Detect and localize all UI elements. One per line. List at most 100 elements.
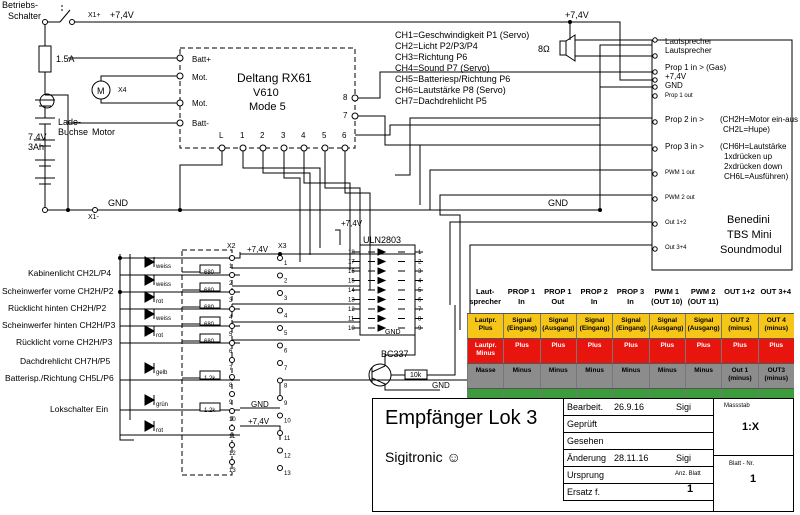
x2-terminal [229, 272, 235, 278]
receiver-pin-6: 6 [342, 131, 347, 140]
x3-terminal [277, 307, 283, 314]
x1minus-label: X1- [88, 214, 100, 221]
table-cell [503, 389, 539, 399]
light-label-1: Kabinenlicht CH2L/P4 [28, 268, 111, 278]
uln-driver-icon [377, 324, 387, 332]
sound-terminal [652, 53, 658, 59]
uln-pin-left: 10 [348, 326, 355, 332]
x3-terminal-number: 1 [284, 261, 288, 267]
sound-title-2: TBS Mini [727, 229, 772, 241]
uln-voltage: +7,4V [341, 219, 363, 228]
table-header: PWM 1(OUT 10) [651, 287, 683, 306]
x3-terminal [277, 360, 283, 366]
led-color-4: weiss [155, 316, 171, 322]
transistor-name: BC337 [381, 349, 409, 359]
sound-pin-3: Prop 1 in > (Gas) [665, 63, 726, 72]
resistor-5: 680 [204, 339, 215, 345]
x3-terminal-number: 11 [284, 436, 291, 442]
table-cell: Minus [539, 364, 576, 388]
uln-pin-right: 4 [418, 279, 422, 285]
table-cell: Signal(Ausgang) [648, 314, 685, 338]
row-label: Geprüft [567, 419, 598, 429]
x2-terminal [229, 442, 235, 448]
table-header: OUT 3+4 [760, 287, 792, 296]
x2-terminal-number: 6 [229, 349, 233, 355]
prop3-note-1: (CH6H=Lautstärke [720, 142, 787, 151]
resistor-7: 1.2k [204, 376, 216, 382]
led-color-1: weiss [155, 264, 171, 270]
row-name: Sigi [676, 453, 692, 463]
sound-terminal [652, 171, 658, 177]
battery-capacity: 3Ah [28, 142, 44, 152]
uln-pin-left: 13 [348, 298, 355, 304]
voltage-top-left: +7,4V [110, 10, 134, 20]
x2-terminal [229, 323, 235, 329]
x3-terminal [277, 290, 283, 296]
sound-pin-2: Lautsprecher [665, 46, 712, 55]
sound-pin-7: PWM 2 out [665, 195, 695, 201]
channel-4: CH4=Sound P7 (Servo) [395, 63, 490, 73]
x3-terminal [277, 412, 283, 419]
x3-terminal-number: 3 [284, 296, 288, 302]
table-cell: Plus [612, 339, 648, 363]
row-name: Sigi [676, 402, 692, 412]
led-icon [144, 420, 156, 432]
prop3-note-4: CH6L=Ausführen) [724, 172, 789, 181]
resistor-icon [199, 402, 221, 412]
led-color-5: rot [156, 333, 163, 339]
led-icon [144, 394, 156, 406]
x2-terminal [229, 306, 235, 312]
title-block-row: Ersatz f. [563, 484, 713, 501]
title-block-row: Geprüft [563, 416, 713, 433]
uln-pin-left: 11 [348, 317, 355, 323]
table-cell: Signal(Ausgang) [684, 314, 721, 338]
table-header: OUT 1+2 [724, 287, 755, 296]
table-cell: Signal(Eingang) [612, 314, 648, 338]
table-cell: Lautpr.Plus [467, 314, 503, 338]
sound-pin-3out: Prop 1 out [665, 93, 693, 99]
led-icon [144, 274, 156, 286]
receiver-version: V610 [253, 87, 279, 99]
x3-terminal [277, 395, 283, 401]
table-cell: OUT 4(minus) [757, 314, 794, 338]
uln-pin-right: 7 [418, 307, 422, 313]
uln-driver-icon [377, 295, 387, 304]
scale-label: Massstab [724, 403, 750, 409]
receiver-pin-4: 4 [301, 131, 306, 140]
prop2-note-1: (CH2H=Motor ein-aus [720, 115, 798, 124]
table-cell: Minus [503, 364, 539, 388]
receiver-pin-l: L [219, 131, 224, 140]
uln-pin-left: 12 [348, 307, 355, 313]
uln-pin-right: 3 [418, 269, 422, 275]
resistor-3: 680 [204, 305, 215, 311]
table-cell [467, 389, 503, 399]
table-cell: Lautpr.Minus [467, 339, 503, 363]
sound-pin-5: Prop 3 in > [665, 142, 704, 151]
voltage-top-right: +7,4V [565, 10, 589, 20]
table-cell [648, 389, 685, 399]
uln-driver-icon [377, 257, 387, 266]
pin-mot-2: Mot. [192, 99, 208, 108]
receiver-pin-1: 1 [240, 131, 245, 140]
x2-terminal [229, 425, 235, 431]
pin-batt-plus: Batt+ [192, 55, 211, 64]
table-cell: Plus [575, 339, 612, 363]
x2-terminal-number: 13 [229, 468, 236, 474]
motor-symbol: M [97, 86, 105, 96]
scale-value: 1:X [742, 421, 760, 433]
x3-voltage: +7,4V [248, 417, 270, 426]
x3-terminal-number: 10 [284, 419, 291, 425]
channel-6: CH6=Lautstärke P8 (Servo) [395, 85, 506, 95]
uln-driver-icon [377, 248, 387, 256]
led-icon [144, 308, 156, 320]
x3-terminal [277, 342, 283, 349]
light-label-8: Lokschalter Ein [50, 404, 108, 414]
x2-terminal [229, 289, 235, 295]
switch-label-1: Betriebs- [2, 0, 38, 10]
x2-terminal-number: 10 [229, 417, 236, 423]
sound-title-3: Soundmodul [720, 244, 782, 256]
buchse-label: Buchse [58, 127, 88, 137]
channel-1: CH1=Geschwindigkeit P1 (Servo) [395, 30, 529, 40]
battery-voltage: 7,4V [28, 132, 47, 142]
led-icon [144, 291, 156, 303]
